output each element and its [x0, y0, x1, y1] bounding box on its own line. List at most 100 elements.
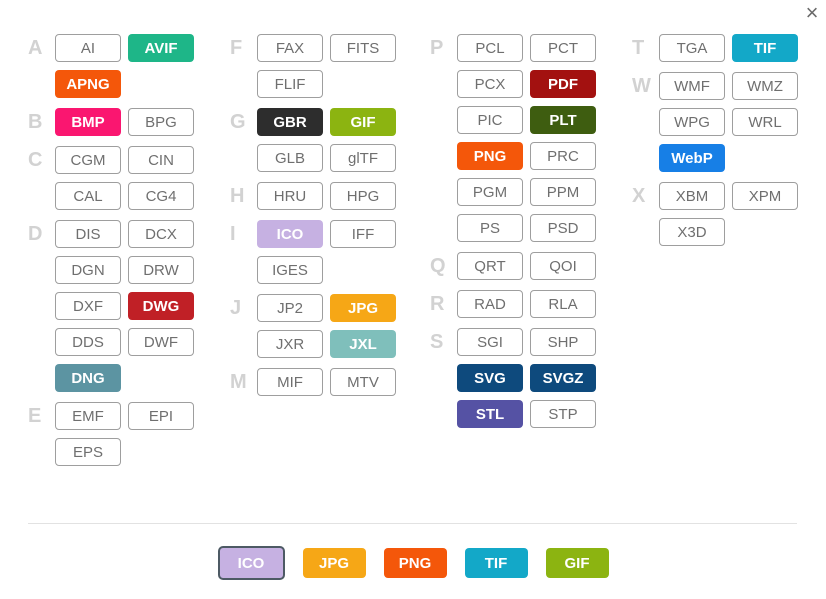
format-chip-png[interactable]: PNG [457, 142, 523, 170]
format-chip-mif[interactable]: MIF [257, 368, 323, 396]
format-chip-jp2[interactable]: JP2 [257, 294, 323, 322]
format-chip-hru[interactable]: HRU [257, 182, 323, 210]
format-chip-dgn[interactable]: DGN [55, 256, 121, 284]
format-chip-wrl[interactable]: WRL [732, 108, 798, 136]
format-chip-gltf[interactable]: glTF [330, 144, 396, 172]
format-chip-gbr[interactable]: GBR [257, 108, 323, 136]
format-chip-stp[interactable]: STP [530, 400, 596, 428]
format-chip-iges[interactable]: IGES [257, 256, 323, 284]
format-chip-bmp[interactable]: BMP [55, 108, 121, 136]
format-chip-tif[interactable]: TIF [732, 34, 798, 62]
format-chip-hpg[interactable]: HPG [330, 182, 396, 210]
format-chip-avif[interactable]: AVIF [128, 34, 194, 62]
format-chip-x3d[interactable]: X3D [659, 218, 725, 246]
format-chip-tga[interactable]: TGA [659, 34, 725, 62]
format-chip-pdf[interactable]: PDF [530, 70, 596, 98]
format-chip-ico[interactable]: ICO [257, 220, 323, 248]
format-chip-cin[interactable]: CIN [128, 146, 194, 174]
footer-format-ico[interactable]: ICO [217, 546, 285, 580]
format-chip-jpg[interactable]: JPG [330, 294, 396, 322]
format-chip-emf[interactable]: EMF [55, 402, 121, 430]
format-chip-eps[interactable]: EPS [55, 438, 121, 466]
format-chip-fits[interactable]: FITS [330, 34, 396, 62]
format-chip-svg[interactable]: SVG [457, 364, 523, 392]
format-chip-wmf[interactable]: WMF [659, 72, 725, 100]
format-chip-sgi[interactable]: SGI [457, 328, 523, 356]
format-chip-cgm[interactable]: CGM [55, 146, 121, 174]
format-chip-wpg[interactable]: WPG [659, 108, 725, 136]
format-chip-ppm[interactable]: PPM [530, 178, 596, 206]
format-chip-qrt[interactable]: QRT [457, 252, 523, 280]
format-chip-xbm[interactable]: XBM [659, 182, 725, 210]
format-row: DNG [28, 364, 201, 392]
format-chip-jxr[interactable]: JXR [257, 330, 323, 358]
footer-format-jpg[interactable]: JPG [302, 548, 366, 578]
format-chip-pcl[interactable]: PCL [457, 34, 523, 62]
format-chip-flif[interactable]: FLIF [257, 70, 323, 98]
footer-format-png[interactable]: PNG [383, 548, 447, 578]
format-chip-jxl[interactable]: JXL [330, 330, 396, 358]
format-chip-rad[interactable]: RAD [457, 290, 523, 318]
group-letter-x: X [632, 185, 646, 207]
format-chip-webp[interactable]: WebP [659, 144, 725, 172]
format-row: IGES [230, 256, 403, 284]
format-chip-cal[interactable]: CAL [55, 182, 121, 210]
format-chip-apng[interactable]: APNG [55, 70, 121, 98]
format-chip-fax[interactable]: FAX [257, 34, 323, 62]
footer-format-tif[interactable]: TIF [464, 548, 528, 578]
format-chip-xpm[interactable]: XPM [732, 182, 798, 210]
format-chip-glb[interactable]: GLB [257, 144, 323, 172]
format-chip-pic[interactable]: PIC [457, 106, 523, 134]
group-letter-j: J [230, 297, 242, 319]
close-icon[interactable]: × [805, 0, 819, 25]
format-chip-psd[interactable]: PSD [530, 214, 596, 242]
format-chip-qoi[interactable]: QOI [530, 252, 596, 280]
format-chip-iff[interactable]: IFF [330, 220, 396, 248]
footer-format-gif[interactable]: GIF [545, 548, 609, 578]
format-chip-svgz[interactable]: SVGZ [530, 364, 596, 392]
format-chip-gif[interactable]: GIF [330, 108, 396, 136]
format-chip-prc[interactable]: PRC [530, 142, 596, 170]
format-chip-dxf[interactable]: DXF [55, 292, 121, 320]
format-chip-pct[interactable]: PCT [530, 34, 596, 62]
format-chip-stl[interactable]: STL [457, 400, 523, 428]
format-chip-dds[interactable]: DDS [55, 328, 121, 356]
format-row: EPS [28, 438, 201, 466]
format-chip-ps[interactable]: PS [457, 214, 523, 242]
format-chip-wmz[interactable]: WMZ [732, 72, 798, 100]
format-chip-bpg[interactable]: BPG [128, 108, 194, 136]
format-chip-pcx[interactable]: PCX [457, 70, 523, 98]
format-chip-pgm[interactable]: PGM [457, 178, 523, 206]
format-chip-rla[interactable]: RLA [530, 290, 596, 318]
group-letter-c: C [28, 149, 43, 171]
format-chip-dng[interactable]: DNG [55, 364, 121, 392]
format-chip-mtv[interactable]: MTV [330, 368, 396, 396]
format-chip-dis[interactable]: DIS [55, 220, 121, 248]
format-chip-dcx[interactable]: DCX [128, 220, 194, 248]
format-chip-dwf[interactable]: DWF [128, 328, 194, 356]
format-chip-ai[interactable]: AI [55, 34, 121, 62]
format-chip-epi[interactable]: EPI [128, 402, 194, 430]
format-chip-dwg[interactable]: DWG [128, 292, 194, 320]
format-chip-shp[interactable]: SHP [530, 328, 596, 356]
format-chip-plt[interactable]: PLT [530, 106, 596, 134]
format-chip-drw[interactable]: DRW [128, 256, 194, 284]
format-chip-cg4[interactable]: CG4 [128, 182, 194, 210]
